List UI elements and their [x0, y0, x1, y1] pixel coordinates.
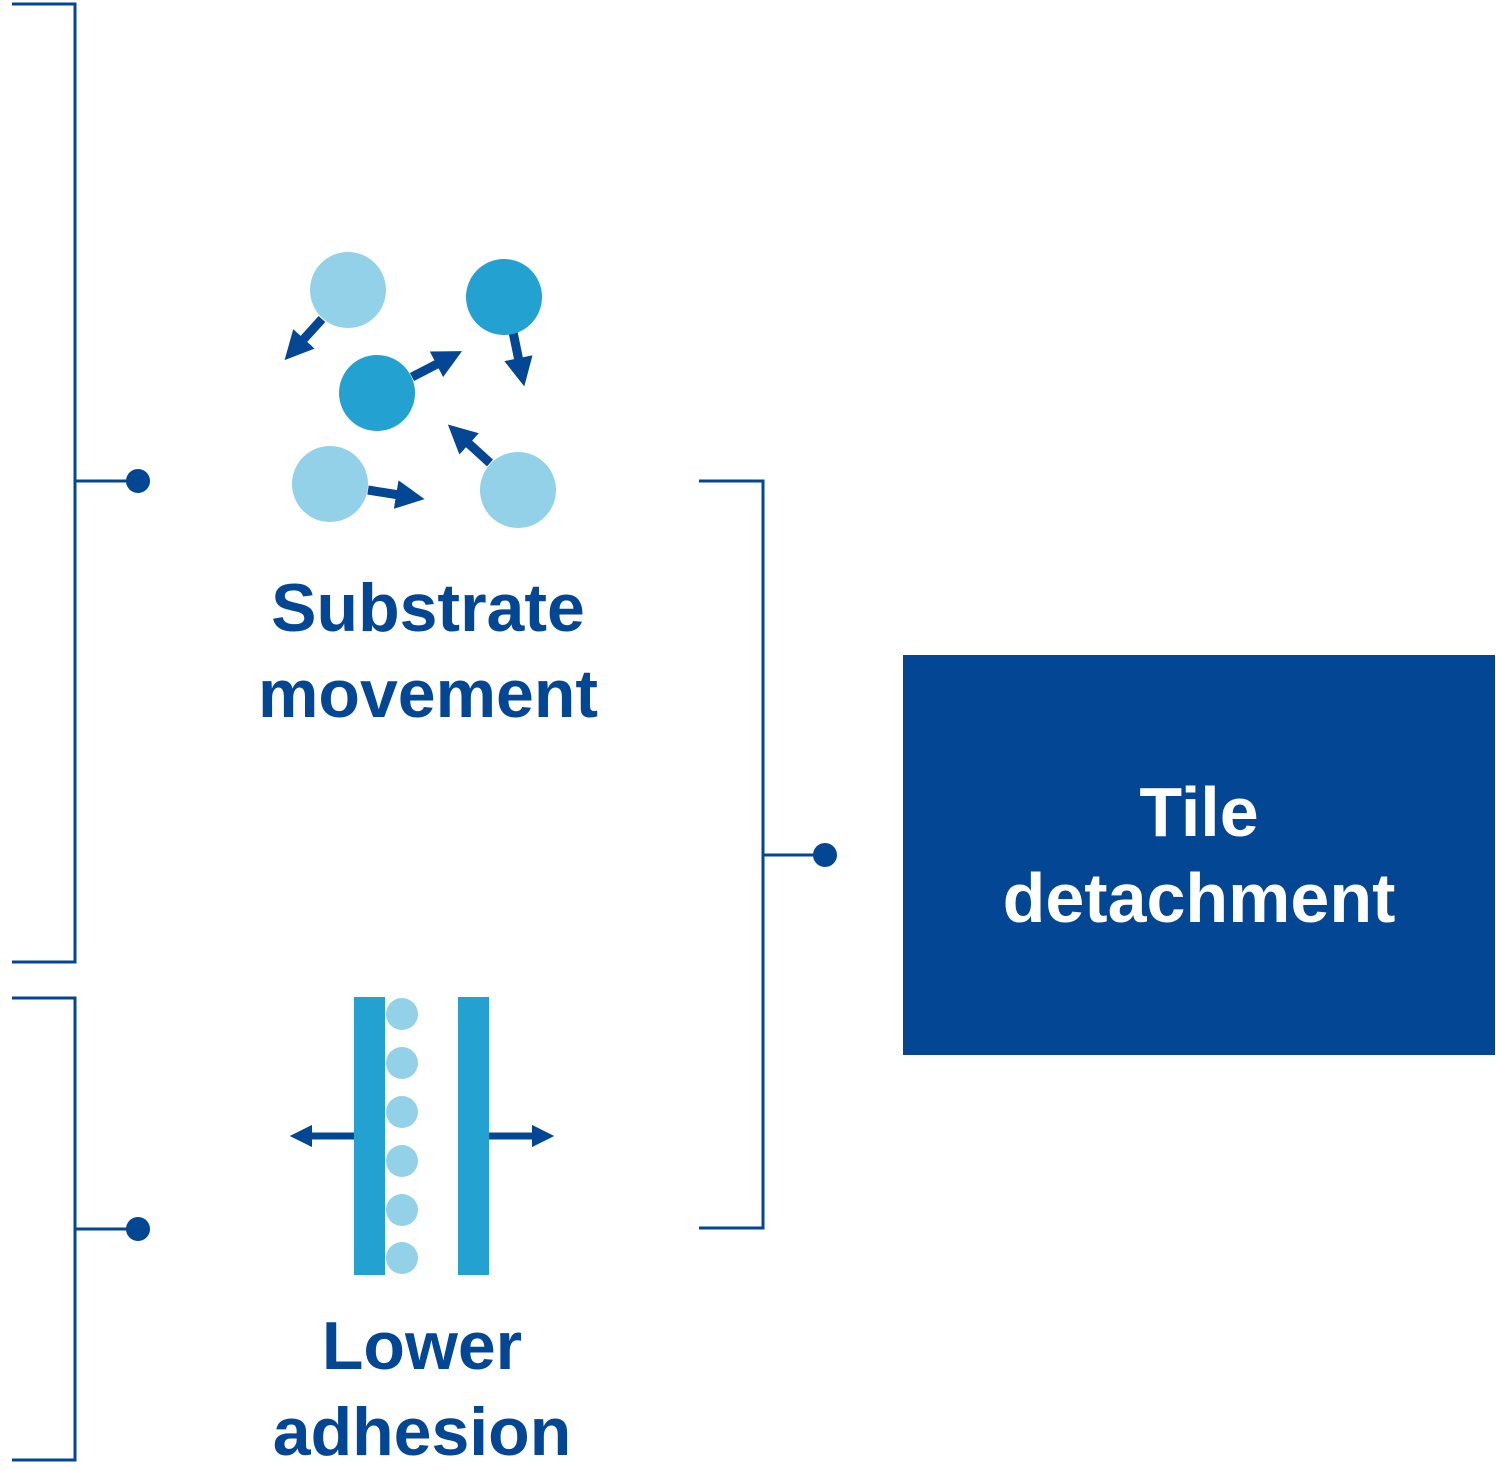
adhesive-bead: [386, 998, 418, 1030]
adhesion-bracket-dot: [126, 1217, 150, 1241]
particle-arrow: [284, 315, 326, 361]
moving-particles-icon: [284, 252, 556, 528]
combine-bracket-dot: [813, 843, 837, 867]
tile-layer-left: [354, 997, 385, 1275]
particle-medium: [466, 259, 542, 335]
adhesive-bead: [386, 1242, 418, 1274]
tile-detachment-box: Tile detachment: [903, 655, 1495, 1055]
particle-arrow: [447, 424, 494, 467]
adhesive-bead: [386, 1096, 418, 1128]
lower-adhesion-label-line1: Lower: [321, 1308, 523, 1384]
adhesive-bead: [386, 1145, 418, 1177]
particle-medium: [339, 355, 415, 431]
adhesion-bracket: [12, 996, 138, 1462]
particle-arrow: [504, 331, 533, 387]
substrate-movement-label-line2: movement: [257, 656, 599, 732]
separating-layers-icon: [289, 997, 555, 1275]
adhesive-bead: [386, 1194, 418, 1226]
substrate-bracket: [12, 2, 138, 964]
substrate-movement-label: Substrate movement: [180, 574, 676, 728]
tile-detachment-label-line1: Tile: [1139, 772, 1259, 851]
substrate-movement-label-line1: Substrate: [271, 570, 585, 646]
tile-detachment-label-line2: detachment: [1002, 859, 1396, 937]
adhesive-bead: [386, 1047, 418, 1079]
particle-light: [310, 252, 386, 328]
lower-adhesion-label-line2: adhesion: [272, 1394, 572, 1470]
particle-arrow: [367, 480, 425, 509]
particle-light: [480, 452, 556, 528]
particle-light: [292, 446, 368, 522]
tile-layer-right: [458, 997, 489, 1275]
particle-arrow: [409, 351, 463, 381]
combine-bracket: [699, 479, 825, 1230]
substrate-bracket-dot: [126, 469, 150, 493]
lower-adhesion-label: Lower adhesion: [172, 1312, 672, 1466]
